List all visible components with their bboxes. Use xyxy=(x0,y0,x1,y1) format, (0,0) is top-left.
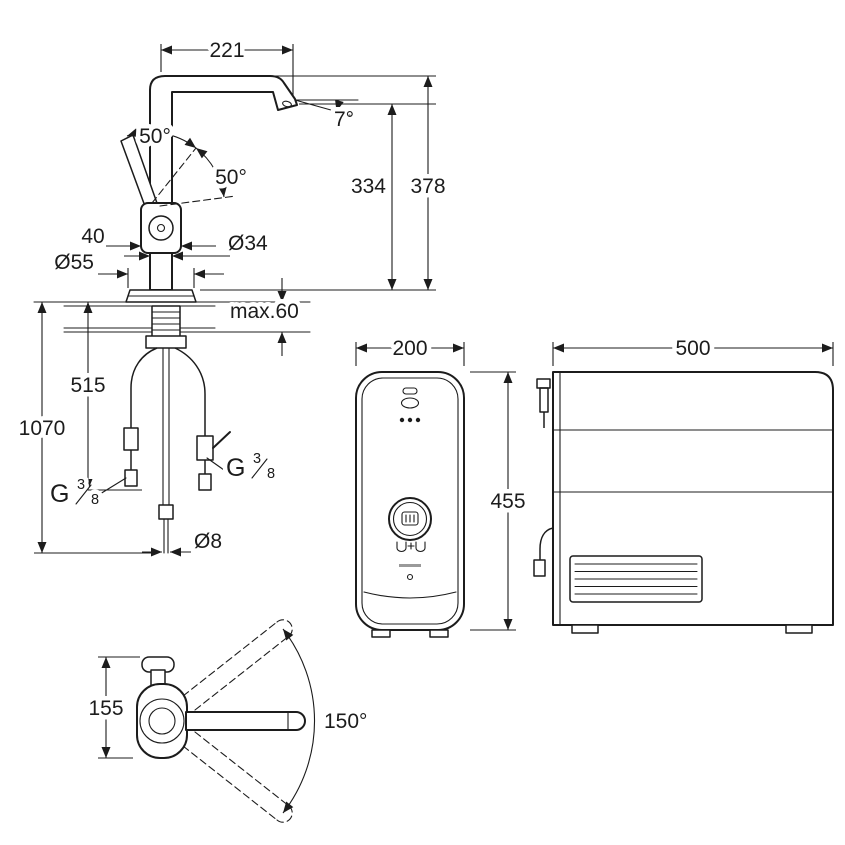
water-inlet-fitting xyxy=(536,378,551,389)
swivel-pos-upper xyxy=(194,635,290,711)
lever-alt-position-2 xyxy=(159,195,237,207)
swivel-pos-lower xyxy=(182,745,278,821)
dim-cooler-depth: 500 xyxy=(675,337,710,360)
cooler-foot xyxy=(785,624,813,634)
spout-top xyxy=(185,711,306,731)
faucet-side-view: 221 7° 50° 50° 334 378 40 Ø34 Ø55 xyxy=(14,35,450,558)
dim-base-dia: Ø55 xyxy=(54,251,94,274)
dim-hose-length-2: 1070 xyxy=(19,417,66,440)
angle-arc xyxy=(126,128,197,149)
dim-deck-thickness: max.60 xyxy=(230,300,299,323)
water-inlet-body xyxy=(539,387,549,413)
vent-grille xyxy=(569,555,703,603)
angle-line xyxy=(294,99,357,118)
leader-line xyxy=(99,477,127,495)
cooler-front-inner xyxy=(361,377,459,625)
leader-line xyxy=(206,457,225,471)
dim-capillary-dia: Ø8 xyxy=(194,530,222,553)
cooler-side-view: 500 xyxy=(533,333,834,634)
cooler-foot xyxy=(429,629,449,638)
handle-dial-center xyxy=(156,223,166,233)
swivel-arc xyxy=(282,628,316,814)
dim-hose-length-1: 515 xyxy=(70,374,105,397)
dim-body-width: 40 xyxy=(81,225,104,248)
power-plug xyxy=(533,559,546,577)
fraction-slash xyxy=(75,484,92,505)
faucet-top-view: 150° 155 xyxy=(84,619,372,823)
dim-cooler-width: 200 xyxy=(392,337,427,360)
status-dot-icon xyxy=(415,417,421,423)
thread-right-g: G xyxy=(226,454,245,482)
dim-spout-reach: 221 xyxy=(209,39,244,62)
hose-right xyxy=(174,347,206,436)
top-slot-icon xyxy=(402,387,418,395)
swivel-cap xyxy=(276,619,293,637)
body-center xyxy=(148,707,176,735)
thread-left-den: 8 xyxy=(91,492,99,508)
swivel-cap xyxy=(276,805,293,823)
swivel-pos-upper xyxy=(182,621,278,697)
carbonation-dial-ring xyxy=(392,501,428,537)
dim-shank-dia: Ø34 xyxy=(228,232,268,255)
hose-right-fitting xyxy=(198,473,212,491)
cooler-foot xyxy=(571,624,599,634)
aerator-icon xyxy=(282,100,292,108)
thread-left-num: 3 xyxy=(77,477,85,493)
faucet-body-top xyxy=(136,683,188,759)
dim-swivel-angle: 150° xyxy=(324,710,367,733)
brand-microtext xyxy=(399,564,421,567)
capillary-fitting xyxy=(158,504,174,520)
cooler-front-view: 200 455 xyxy=(355,333,530,638)
dim-body-depth: 155 xyxy=(88,697,123,720)
dim-cooler-height: 455 xyxy=(490,490,525,513)
thread-right-den: 8 xyxy=(267,466,275,482)
cooler-side-body xyxy=(552,371,834,626)
handle-dial-icon xyxy=(148,215,174,241)
thread-left-g: G xyxy=(50,480,69,508)
oval-vent-icon xyxy=(400,397,420,409)
dim-spout-angle: 7° xyxy=(334,108,354,131)
dim-spout-height: 334 xyxy=(351,175,386,198)
body-ring xyxy=(139,698,185,744)
lever-alt-position-1 xyxy=(151,147,197,204)
hose-left-connector xyxy=(123,427,139,451)
mounting-nut xyxy=(145,335,187,349)
swivel-pos-lower xyxy=(194,731,290,807)
angle-arc xyxy=(195,147,227,198)
fraction-slash xyxy=(251,458,268,479)
front-bottom-seam xyxy=(363,591,457,599)
cooler-foot xyxy=(371,629,391,638)
hose-left xyxy=(130,347,158,428)
dial-display-icon xyxy=(401,511,419,526)
hose-right-valve xyxy=(196,435,214,461)
power-dot-icon xyxy=(406,573,414,581)
thread-right-num: 3 xyxy=(253,451,261,467)
hose-left-fitting xyxy=(124,469,138,487)
dim-handle-angle-1: 50° xyxy=(139,125,171,148)
dim-handle-angle-2: 50° xyxy=(215,166,247,189)
valve-lever xyxy=(212,431,231,449)
angle-arc xyxy=(335,99,344,112)
status-dot-icon xyxy=(407,417,413,423)
power-cable xyxy=(539,527,554,560)
status-dot-icon xyxy=(399,417,405,423)
glass-icon xyxy=(396,541,407,553)
dim-total-height: 378 xyxy=(410,175,445,198)
glass-icon xyxy=(415,541,426,553)
